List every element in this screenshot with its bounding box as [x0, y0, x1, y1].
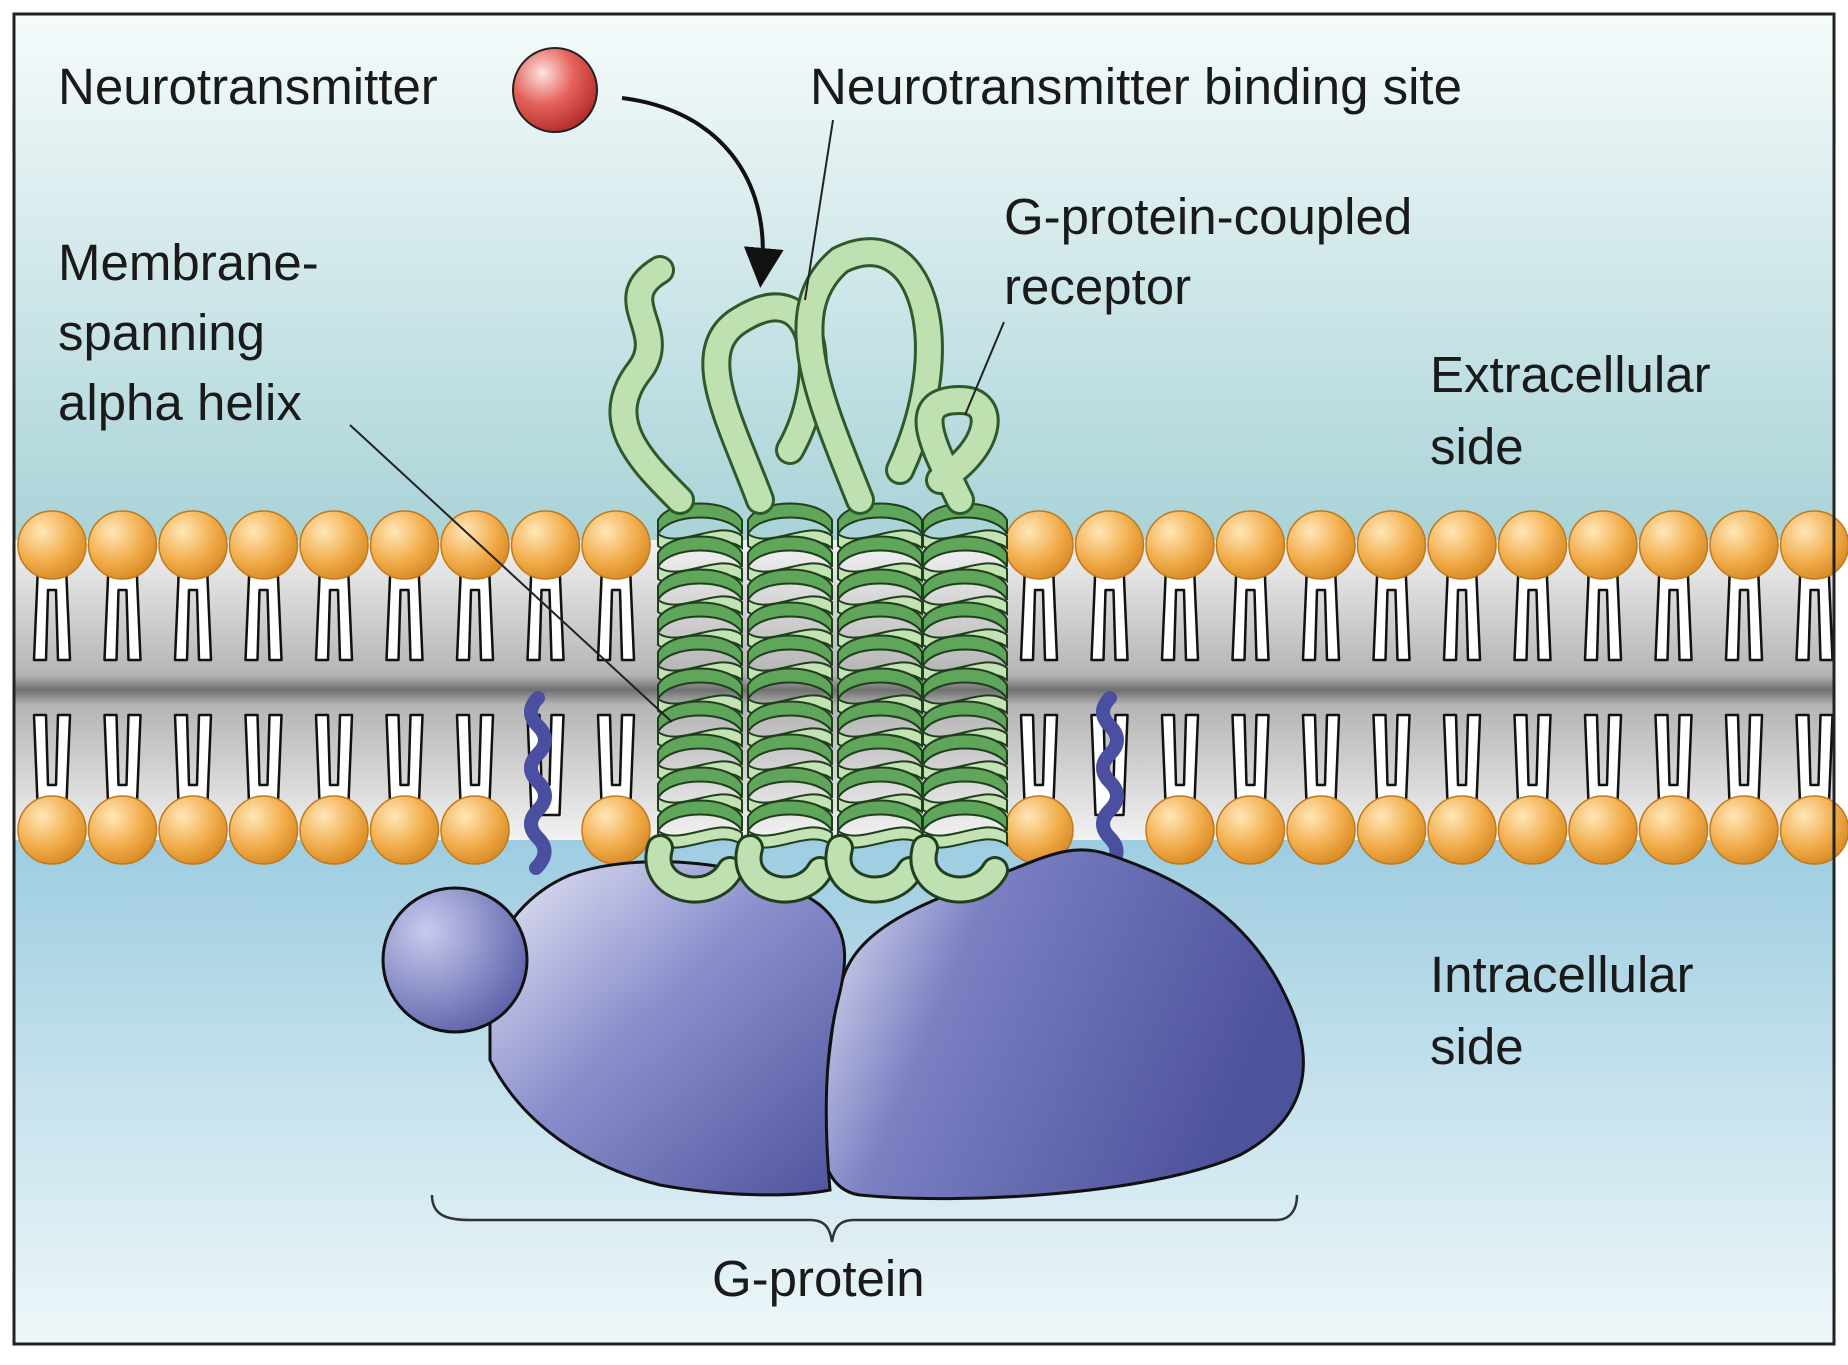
extracellular-label-line-2: side: [1430, 412, 1524, 482]
upper-lipid-head: [230, 511, 298, 579]
lower-lipid-head: [1499, 796, 1567, 864]
upper-lipid-head: [1076, 511, 1144, 579]
helix-label-line-3: alpha helix: [58, 368, 302, 438]
lower-lipid-head: [1710, 796, 1778, 864]
upper-lipid-head: [582, 511, 650, 579]
helix-label-line-1: Membrane-: [58, 228, 319, 298]
helix-label-line-2: spanning: [58, 298, 265, 368]
gpcr-label-line-1: G-protein-coupled: [1004, 182, 1412, 252]
upper-lipid-head: [1428, 511, 1496, 579]
lower-lipid-head: [1358, 796, 1426, 864]
upper-lipid-head: [371, 511, 439, 579]
upper-lipid-head: [1005, 511, 1073, 579]
upper-lipid-head: [1710, 511, 1778, 579]
lower-lipid-head: [1287, 796, 1355, 864]
lower-lipid-head: [89, 796, 157, 864]
lower-lipid-head: [1146, 796, 1214, 864]
lower-lipid-head: [582, 796, 650, 864]
lower-lipid-head: [230, 796, 298, 864]
lower-lipid-head: [1428, 796, 1496, 864]
lower-lipid-head: [371, 796, 439, 864]
extracellular-label-line-1: Extracellular: [1430, 340, 1711, 410]
lower-lipid-head: [18, 796, 86, 864]
upper-lipid-head: [1217, 511, 1285, 579]
upper-lipid-head: [1781, 511, 1848, 579]
upper-lipid-head: [89, 511, 157, 579]
upper-lipid-head: [1287, 511, 1355, 579]
upper-lipid-head: [1640, 511, 1708, 579]
upper-lipid-head: [300, 511, 368, 579]
neurotransmitter-molecule: [513, 48, 597, 132]
lower-lipid-head: [1781, 796, 1848, 864]
upper-lipid-head: [1499, 511, 1567, 579]
g-protein-label: G-protein: [712, 1244, 925, 1314]
g-protein-lipid-anchor-left: [531, 698, 545, 868]
upper-lipid-head: [1569, 511, 1637, 579]
binding-site-label: Neurotransmitter binding site: [810, 52, 1462, 122]
lower-lipid-head: [1640, 796, 1708, 864]
gpcr-label-line-2: receptor: [1004, 252, 1191, 322]
g-protein-lipid-anchor-right: [1103, 698, 1117, 868]
upper-lipid-head: [512, 511, 580, 579]
upper-lipid-head: [1358, 511, 1426, 579]
g-protein-knob: [383, 888, 527, 1032]
intracellular-label-line-1: Intracellular: [1430, 940, 1694, 1010]
lower-lipid-head: [441, 796, 509, 864]
upper-lipid-head: [1146, 511, 1214, 579]
upper-lipid-head: [159, 511, 227, 579]
lower-lipid-head: [1217, 796, 1285, 864]
upper-lipid-head: [18, 511, 86, 579]
lower-lipid-head: [300, 796, 368, 864]
neurotransmitter-label: Neurotransmitter: [58, 52, 438, 122]
intracellular-label-line-2: side: [1430, 1012, 1524, 1082]
upper-lipid-head: [441, 511, 509, 579]
lower-lipid-head: [1569, 796, 1637, 864]
lower-lipid-head: [159, 796, 227, 864]
